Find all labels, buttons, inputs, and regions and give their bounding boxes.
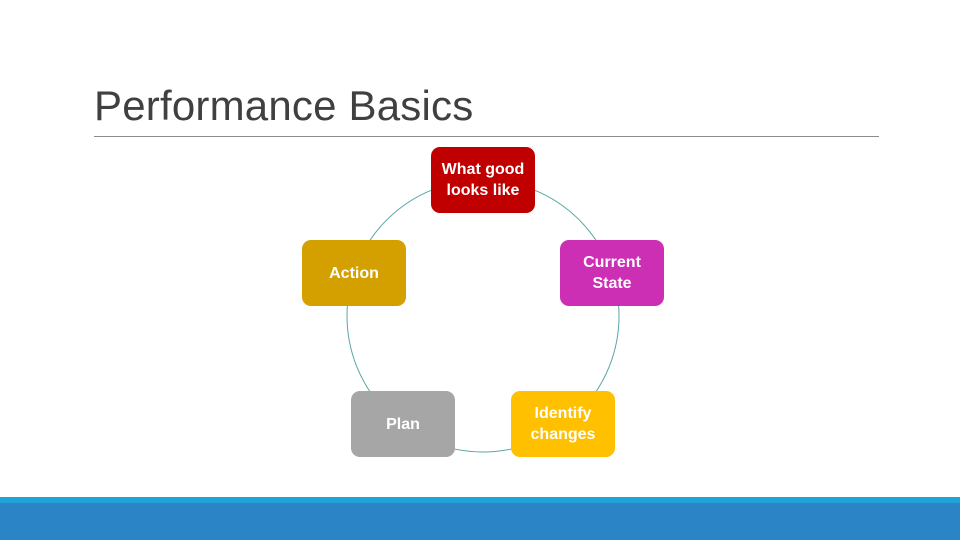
node-what-good-looks-like[interactable]: What good looks like [431, 147, 535, 213]
node-label: Action [329, 264, 379, 282]
node-label: What good looks like [441, 161, 525, 199]
title-divider [94, 136, 879, 137]
footer-accent-line [0, 497, 960, 503]
node-identify-changes[interactable]: Identify changes [511, 391, 615, 457]
node-action[interactable]: Action [302, 240, 406, 306]
node-current-state[interactable]: Current State [560, 240, 664, 306]
footer-band [0, 503, 960, 540]
node-plan[interactable]: Plan [351, 391, 455, 457]
node-label: Identify changes [530, 405, 596, 443]
node-label: Current State [583, 254, 641, 292]
node-label: Plan [386, 415, 420, 433]
slide-title: Performance Basics [94, 82, 474, 129]
